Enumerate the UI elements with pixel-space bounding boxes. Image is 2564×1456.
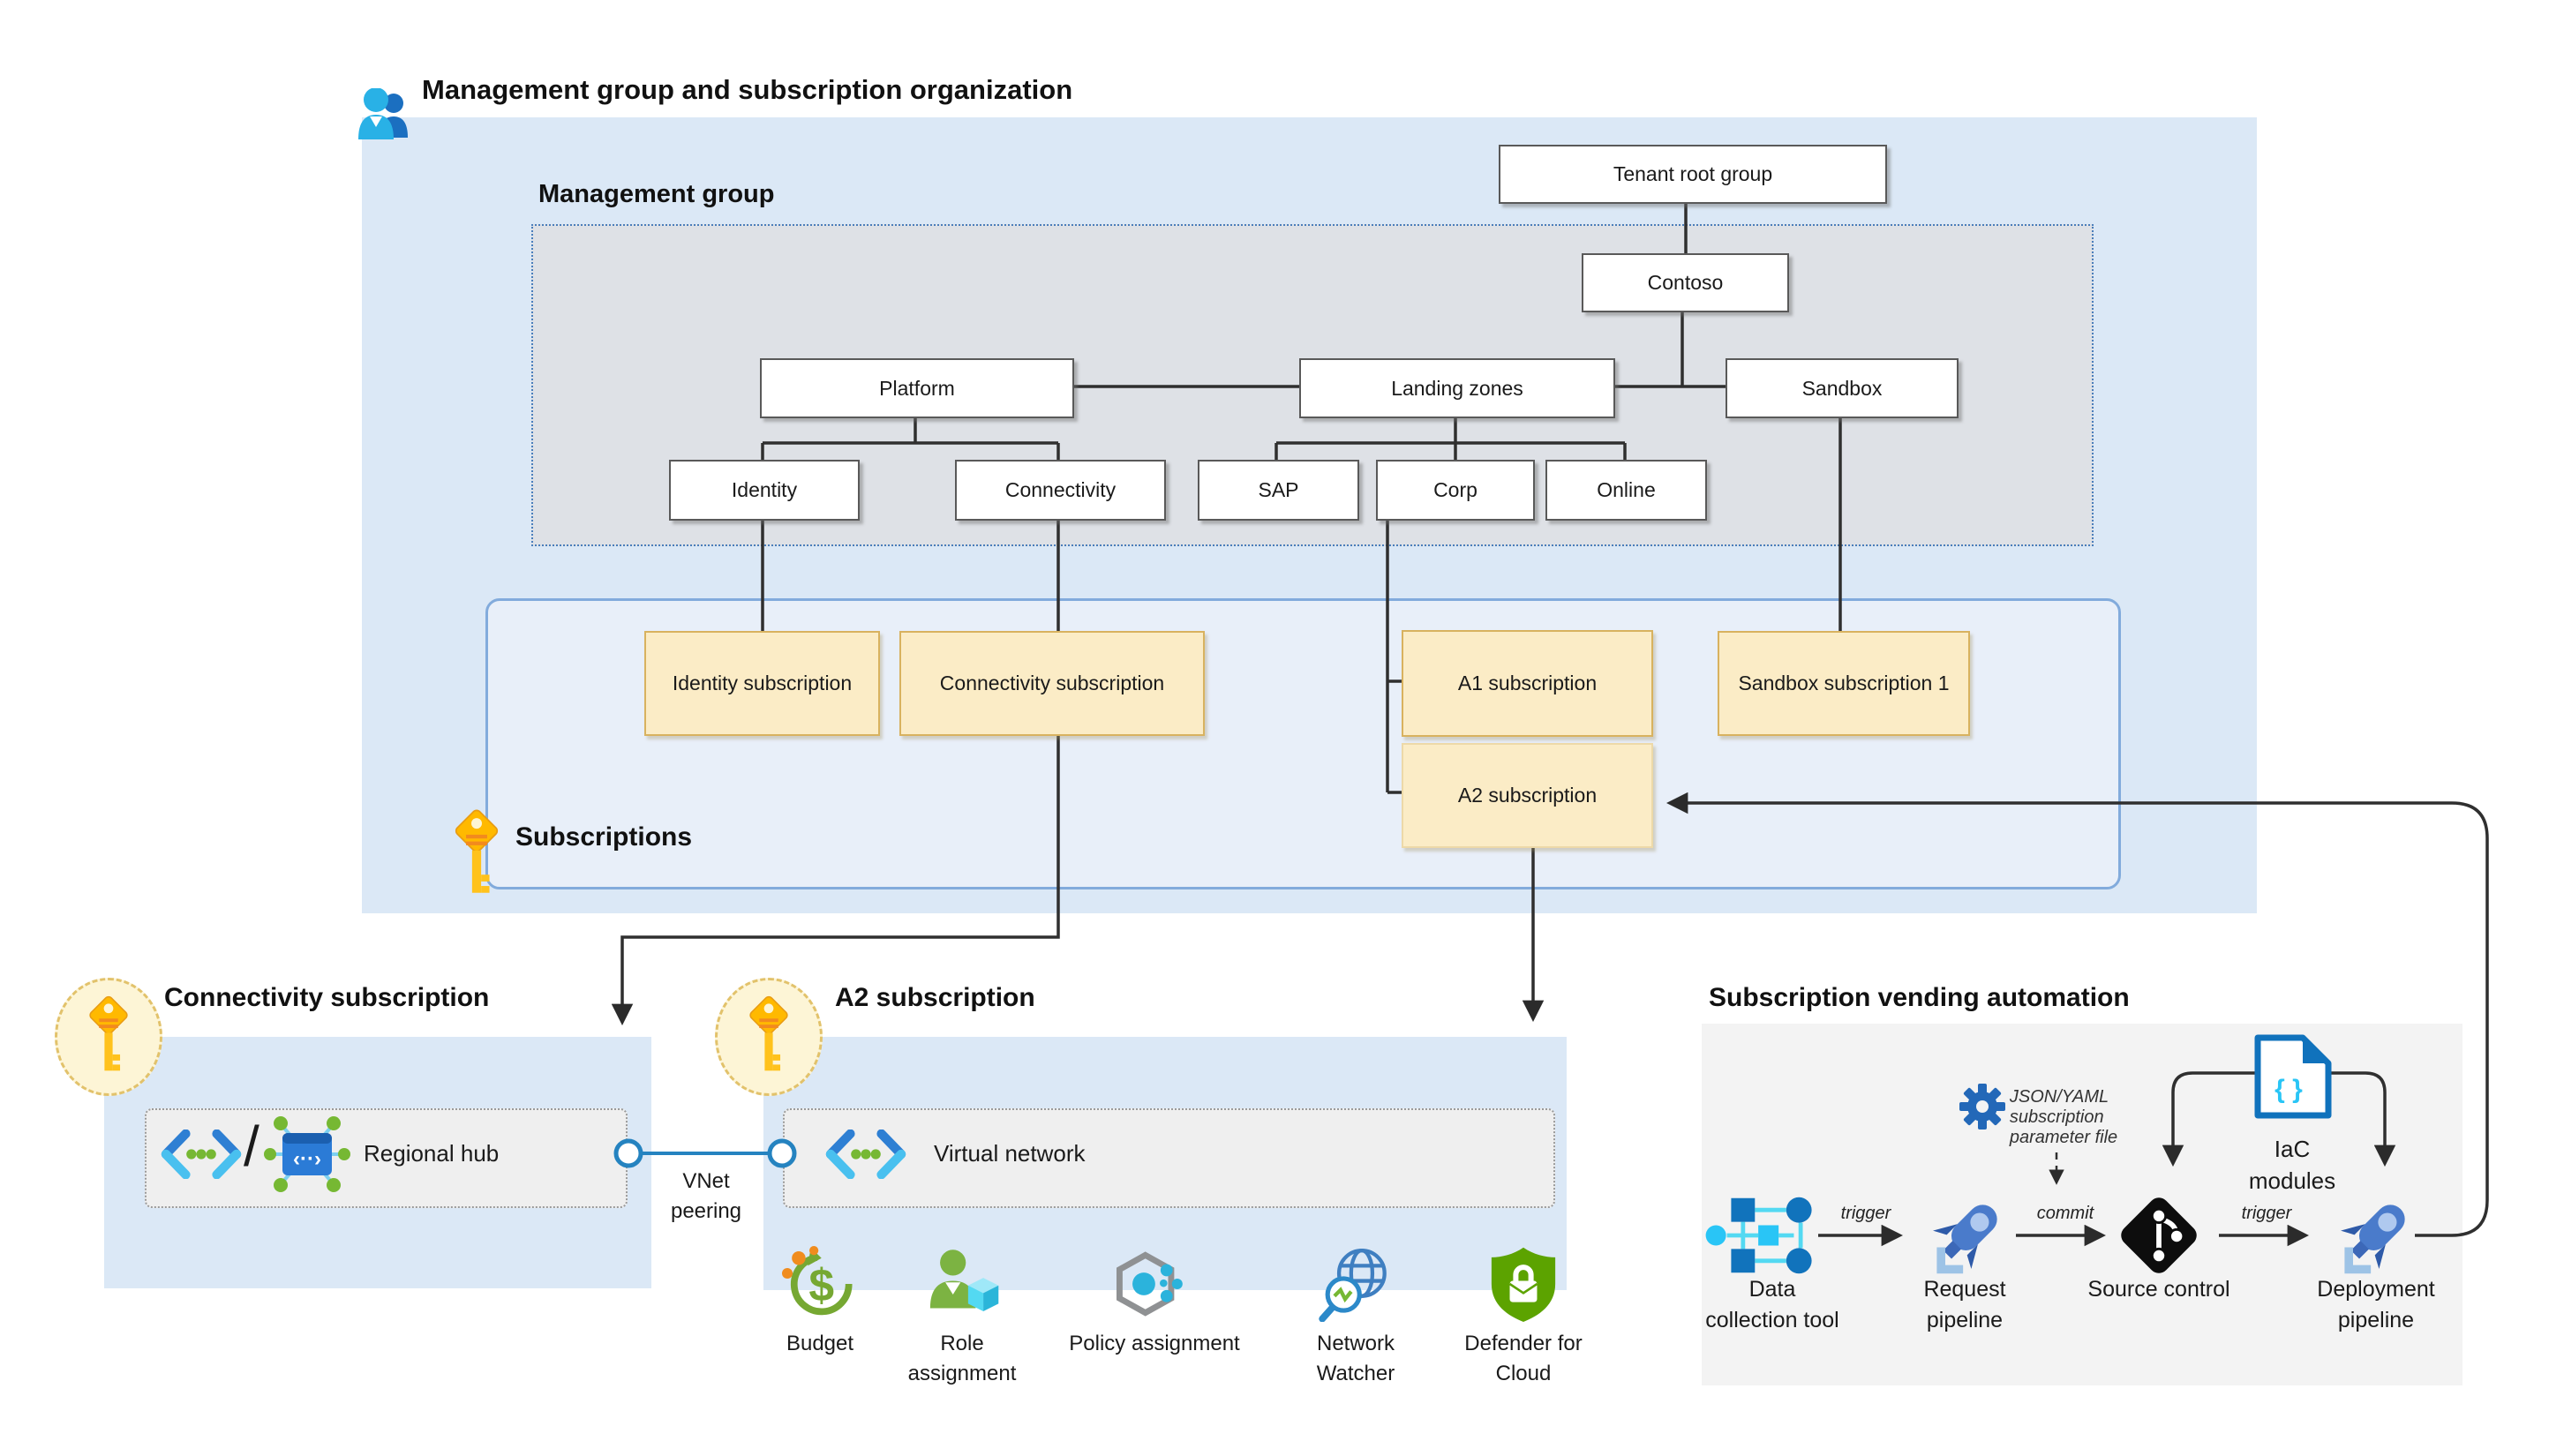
param-file-note: JSON/YAML subscription parameter file: [2009, 1087, 2118, 1147]
role-assignment-icon: [929, 1250, 999, 1311]
regional-hub-group: [145, 1108, 628, 1208]
trigger-label-1: trigger: [1840, 1204, 1891, 1223]
request-pipeline-icon: [1924, 1193, 2009, 1278]
a2-section-title: A2 subscription: [835, 983, 1035, 1012]
virtual-network-group: [783, 1108, 1555, 1208]
virtual-network-icon: [159, 1127, 244, 1182]
key-icon: [748, 994, 789, 1079]
node-tenant-root-group: Tenant root group: [1499, 145, 1887, 204]
vending-panel: [1702, 1024, 2462, 1385]
a2-key-ellipse: [715, 978, 823, 1096]
data-collection-tool-label: Data collection tool: [1705, 1277, 1839, 1332]
node-landing-zones: Landing zones: [1299, 358, 1615, 418]
request-pipeline-label: Request pipeline: [1923, 1277, 2006, 1332]
policy-assignment-label: Policy assignment: [1069, 1332, 1240, 1355]
deployment-pipeline-label: Deployment pipeline: [2317, 1277, 2435, 1332]
commit-label: commit: [2036, 1204, 2094, 1223]
node-platform: Platform: [760, 358, 1074, 418]
svg-text:{ }: { }: [2275, 1075, 2303, 1104]
deployment-pipeline-icon: [2332, 1193, 2417, 1278]
connectivity-key-ellipse: [55, 978, 162, 1096]
iac-modules-icon: { }: [2254, 1034, 2332, 1119]
management-group-title: Management group: [538, 180, 775, 208]
defender-for-cloud-icon: [1491, 1247, 1556, 1322]
trigger-label-2: trigger: [2241, 1204, 2292, 1223]
people-icon: [358, 88, 408, 139]
virtual-wan-hub-icon: ‹··›: [264, 1116, 350, 1192]
connectivity-section-title: Connectivity subscription: [164, 983, 490, 1012]
subscriptions-key-icon: [454, 808, 500, 902]
virtual-network-label: Virtual network: [934, 1140, 1086, 1167]
box-identity-subscription: Identity subscription: [644, 631, 880, 736]
regional-hub-label: Regional hub: [364, 1140, 500, 1167]
box-connectivity-subscription: Connectivity subscription: [899, 631, 1205, 736]
vnet-peering-connector: [613, 1138, 797, 1168]
budget-icon: $: [782, 1246, 853, 1316]
data-collection-tool-icon: [1705, 1197, 1812, 1274]
box-sandbox-subscription-1: Sandbox subscription 1: [1718, 631, 1970, 736]
vnet-peering-label: VNet peering: [670, 1169, 742, 1223]
source-control-icon: [2121, 1197, 2197, 1273]
vending-section-title: Subscription vending automation: [1709, 983, 2130, 1012]
node-online: Online: [1545, 460, 1707, 521]
page-title: Management group and subscription organi…: [422, 74, 1073, 105]
svg-text:$: $: [808, 1259, 834, 1310]
node-connectivity: Connectivity: [955, 460, 1166, 521]
node-contoso: Contoso: [1582, 253, 1789, 312]
network-watcher-icon: [1319, 1249, 1387, 1322]
box-a1-subscription: A1 subscription: [1402, 630, 1653, 737]
node-identity: Identity: [669, 460, 860, 521]
role-assignment-label: Role assignment: [907, 1332, 1017, 1385]
iac-modules-label: IaC modules: [2248, 1136, 2336, 1195]
node-corp: Corp: [1376, 460, 1535, 521]
gear-icon: [1959, 1084, 2005, 1130]
network-watcher-label: Network Watcher: [1316, 1332, 1395, 1385]
node-sandbox: Sandbox: [1726, 358, 1959, 418]
node-sap: SAP: [1198, 460, 1359, 521]
budget-label: Budget: [786, 1332, 854, 1355]
key-icon: [88, 994, 129, 1079]
subscriptions-label: Subscriptions: [515, 822, 693, 852]
source-control-label: Source control: [2087, 1277, 2230, 1302]
box-a2-subscription: A2 subscription: [1402, 743, 1653, 848]
policy-assignment-icon: [1117, 1251, 1183, 1317]
virtual-network-icon: [823, 1127, 908, 1182]
defender-for-cloud-label: Defender for Cloud: [1464, 1332, 1583, 1385]
svg-text:‹··›: ‹··›: [293, 1147, 321, 1171]
slash-separator: /: [244, 1115, 259, 1178]
